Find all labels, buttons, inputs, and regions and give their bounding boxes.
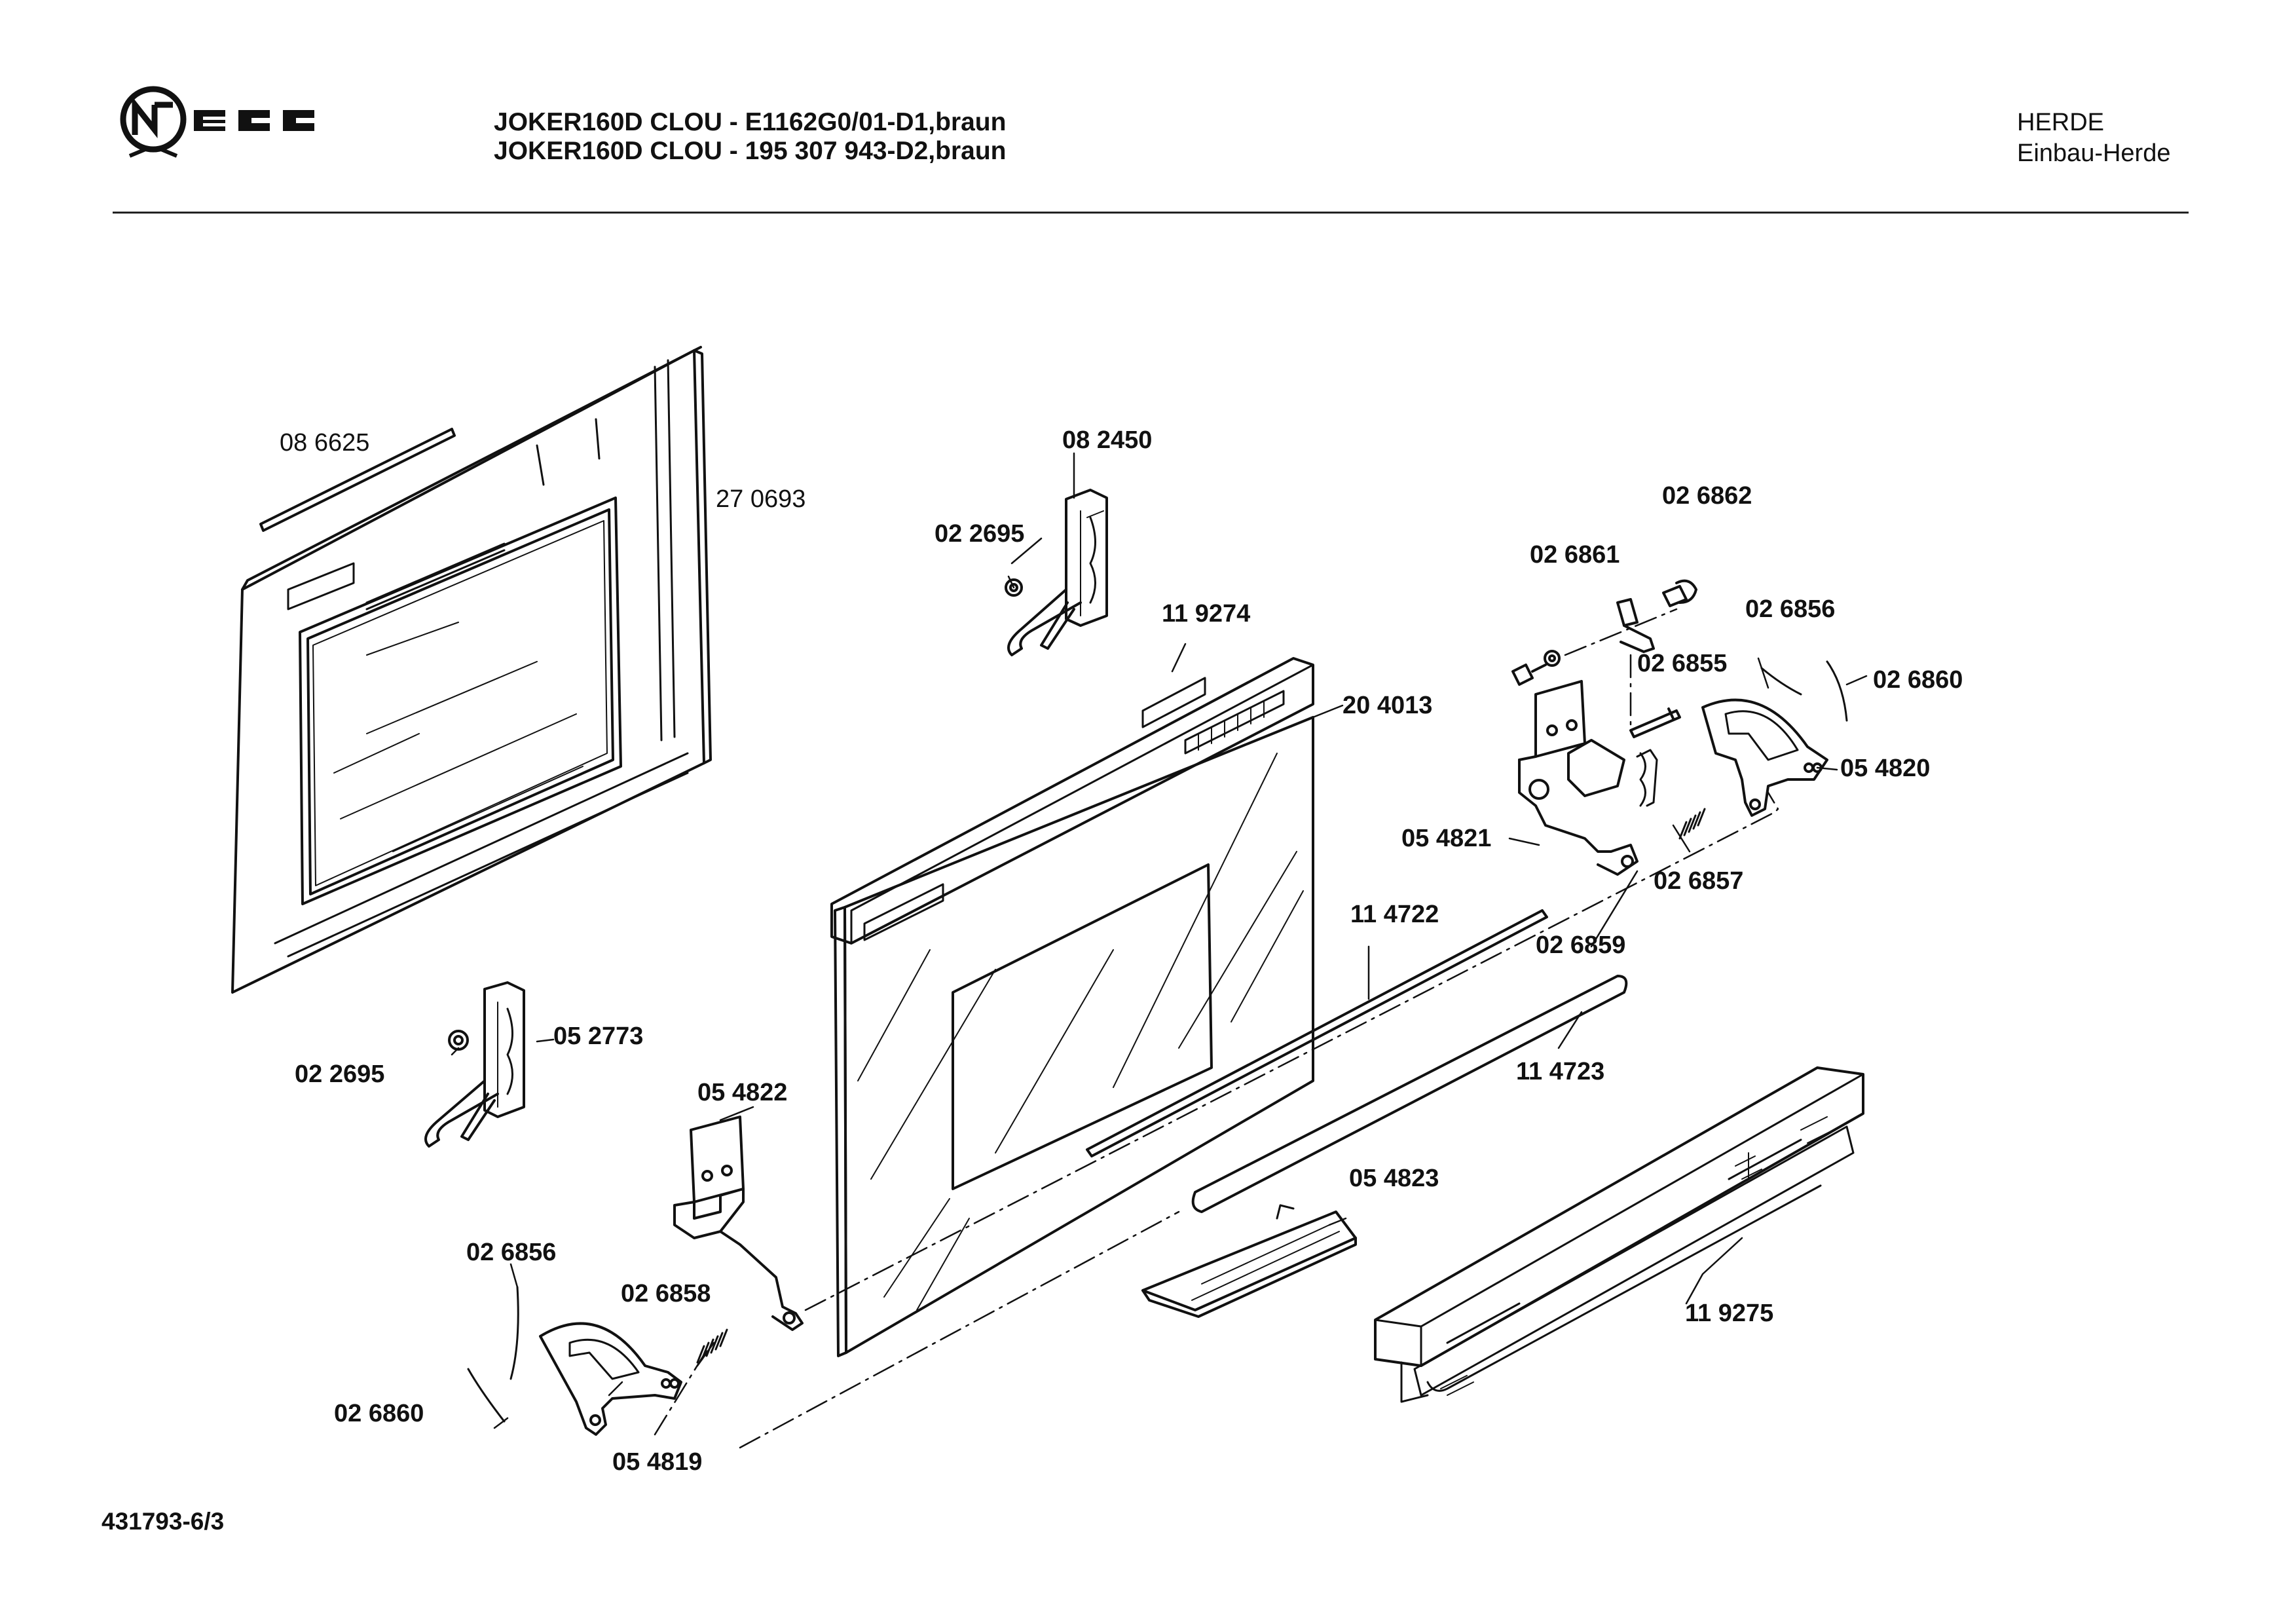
neff-logo-graphic [120,86,314,158]
quadrant-left [539,1322,682,1436]
neff-logo [117,84,359,166]
leader-lines [451,452,1868,1429]
part-label-02-6857: 02 6857 [1654,867,1744,895]
part-label-05-4821: 05 4821 [1401,825,1492,852]
bottom-trim [1374,1066,1864,1403]
part-label-11-9275: 11 9275 [1685,1300,1774,1327]
category-label: HERDE [2017,109,2105,136]
part-label-20-4013: 20 4013 [1342,692,1433,719]
part-label-02-2695-top: 02 2695 [935,520,1025,548]
part-label-11-4722: 11 4722 [1350,901,1439,928]
spring-right [1678,808,1706,840]
part-label-05-2773: 05 2773 [553,1023,644,1050]
part-label-05-4820: 05 4820 [1840,755,1931,782]
bracket-05-4822 [673,1116,804,1331]
wire-spring-left-a [509,1286,519,1380]
catch-05-4823 [1141,1204,1357,1318]
part-label-02-6856-right: 02 6856 [1745,595,1836,623]
top-trim [830,657,1314,945]
part-label-05-4822: 05 4822 [697,1079,788,1106]
part-label-02-6859: 02 6859 [1536,931,1626,959]
bar-11-4723 [1191,975,1628,1213]
strip-11-4722 [1086,909,1548,1157]
part-label-11-9274: 11 9274 [1162,600,1251,628]
document-number: 431793-6/3 [102,1508,225,1535]
part-label-05-4819: 05 4819 [612,1448,703,1476]
subcategory-label: Einbau-Herde [2017,140,2171,167]
rear-door-panel [231,346,712,994]
seal-strip [259,428,456,532]
part-label-11-4723: 11 4723 [1516,1058,1605,1085]
part-label-02-6858: 02 6858 [621,1280,711,1307]
model-title-line-1: JOKER160D CLOU - E1162G0/01-D1,braun [494,108,1007,136]
wire-spring-right-b [1826,660,1848,722]
assembly-axis-lines [654,608,1779,1449]
hinge-left [424,981,525,1148]
wire-spring-right-a [1760,667,1802,696]
wire-spring-left-b [467,1368,506,1423]
hinge-top [1005,489,1108,656]
part-label-08-6625: 08 6625 [280,429,370,457]
front-door-glass [834,716,1314,1357]
model-title-line-2: JOKER160D CLOU - 195 307 943-D2,braun [494,137,1007,165]
part-label-02-6855: 02 6855 [1637,650,1728,677]
part-label-05-4823: 05 4823 [1349,1165,1439,1192]
part-label-02-6861: 02 6861 [1530,541,1620,569]
part-label-02-6862: 02 6862 [1662,482,1752,510]
part-label-02-6860-left: 02 6860 [334,1400,424,1427]
part-label-02-6860-right: 02 6860 [1873,666,1963,694]
quadrant-right [1701,698,1828,817]
hinge-screw-set [1511,579,1697,686]
hinge-bracket-right [1518,680,1658,876]
part-label-02-6856-left: 02 6856 [466,1239,557,1266]
part-label-02-2695-left: 02 2695 [295,1060,385,1088]
header-divider [113,212,2189,214]
part-label-27-0693: 27 0693 [716,485,806,513]
pin-02-6855 [1629,707,1681,738]
part-label-08-2450: 08 2450 [1062,426,1153,454]
